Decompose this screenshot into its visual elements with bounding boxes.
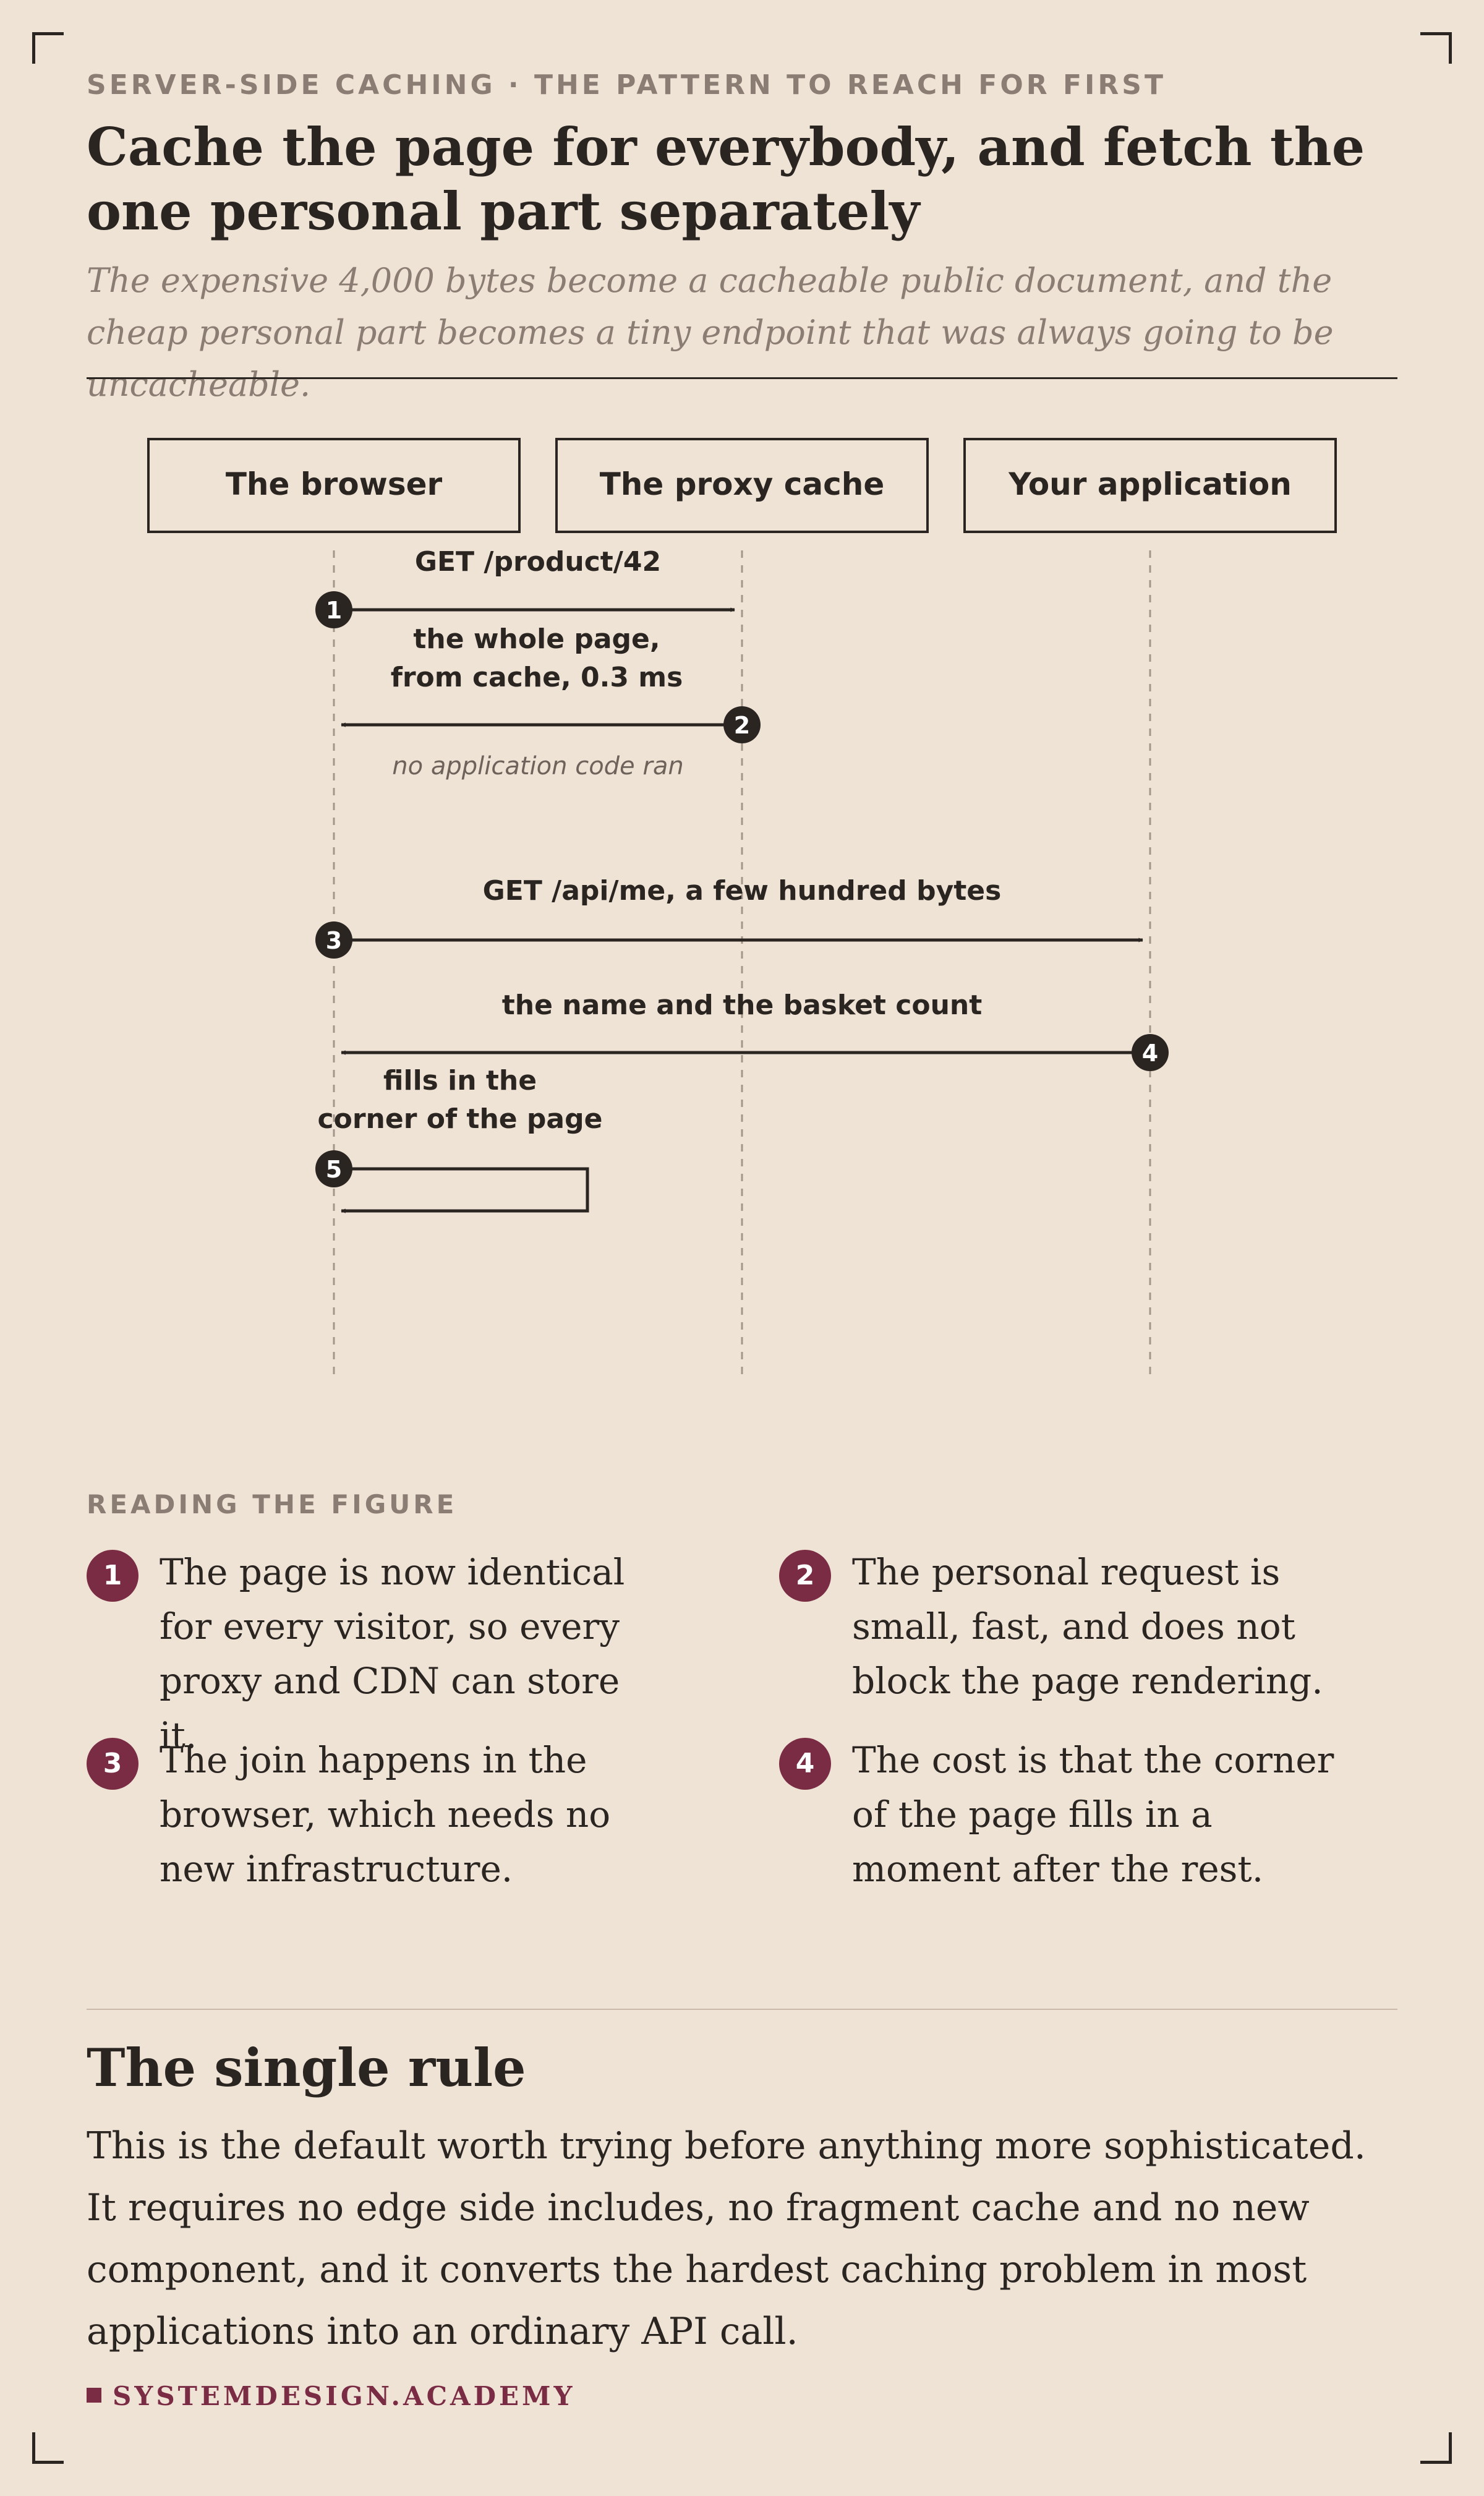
note-text-2: The personal request is small, fast, and… — [852, 1551, 1323, 1702]
step-badge-4 — [1132, 1034, 1169, 1071]
message-3-label: GET /api/me, a few hundred bytes — [483, 875, 1002, 907]
corner-mark-bottom-left — [32, 2432, 64, 2464]
message-5: fills in the corner of the page 5 — [315, 1065, 603, 1213]
brand-footer[interactable]: SYSTEMDESIGN.ACADEMY — [87, 2381, 576, 2411]
note-badge-1: 1 — [87, 1550, 139, 1602]
note-badge-3: 3 — [87, 1738, 139, 1790]
eyebrow: SERVER-SIDE CACHING · THE PATTERN TO REA… — [87, 69, 1166, 101]
step-badge-3 — [315, 921, 352, 959]
step-badge-1-number: 1 — [326, 597, 342, 624]
corner-mark-top-left — [32, 32, 64, 64]
step-badge-3-number: 3 — [326, 927, 342, 954]
message-3: GET /api/me, a few hundred bytes 3 — [315, 875, 1143, 959]
note-badge-2: 2 — [779, 1550, 831, 1602]
sequence-diagram: The browser The proxy cache Your applica… — [147, 438, 1337, 1379]
header-divider — [87, 377, 1397, 379]
step-badge-1 — [315, 591, 352, 628]
actor-browser-label: The browser — [226, 466, 443, 502]
reading-note-4: 4 The cost is that the corner of the pag… — [779, 1733, 1336, 1896]
page-title: Cache the page for everybody, and fetch … — [87, 116, 1365, 242]
message-5-label-line-2: corner of the page — [318, 1103, 603, 1135]
reading-note-3: 3 The join happens in the browser, which… — [87, 1733, 643, 1896]
step-badge-2 — [723, 706, 761, 743]
brand-square-icon — [87, 2388, 101, 2403]
step-badge-5-number: 5 — [326, 1156, 342, 1183]
corner-mark-bottom-right — [1420, 2432, 1452, 2464]
note-text-3: The join happens in the browser, which n… — [160, 1739, 611, 1890]
message-4: the name and the basket count 4 — [341, 989, 1169, 1071]
section-divider — [87, 2009, 1397, 2010]
actor-proxy-cache: The proxy cache — [555, 438, 929, 533]
actor-browser: The browser — [147, 438, 521, 533]
message-1: GET /product/42 1 — [315, 546, 735, 628]
actor-application: Your application — [963, 438, 1337, 533]
reading-note-2: 2 The personal request is small, fast, a… — [779, 1545, 1336, 1708]
reading-heading: READING THE FIGURE — [87, 1489, 458, 1519]
step-badge-4-number: 4 — [1142, 1040, 1158, 1067]
note-text-1: The page is now identical for every visi… — [160, 1551, 625, 1756]
message-2-note: no application code ran — [392, 752, 683, 780]
message-5-label-line-1: fills in the — [383, 1065, 537, 1096]
corner-mark-top-right — [1420, 32, 1452, 64]
step-badge-2-number: 2 — [734, 712, 750, 739]
message-4-label: the name and the basket count — [502, 989, 983, 1021]
actor-application-label: Your application — [1008, 466, 1292, 502]
note-badge-4: 4 — [779, 1738, 831, 1790]
note-text-4: The cost is that the corner of the page … — [852, 1739, 1334, 1890]
brand-name: SYSTEMDESIGN.ACADEMY — [113, 2381, 576, 2411]
message-1-label: GET /product/42 — [415, 546, 661, 578]
message-2-label-line-1: the whole page, — [413, 623, 660, 655]
step-badge-5 — [315, 1150, 352, 1187]
actor-proxy-cache-label: The proxy cache — [600, 466, 885, 502]
message-2-label-line-2: from cache, 0.3 ms — [391, 662, 683, 693]
rule-heading: The single rule — [87, 2037, 526, 2098]
page-subtitle: The expensive 4,000 bytes become a cache… — [87, 261, 1334, 404]
message-2: the whole page, from cache, 0.3 ms 2 no … — [341, 623, 761, 780]
reading-note-1: 1 The page is now identical for every vi… — [87, 1545, 643, 1763]
rule-body: This is the default worth trying before … — [87, 2124, 1366, 2353]
message-5-arrow — [334, 1167, 589, 1213]
